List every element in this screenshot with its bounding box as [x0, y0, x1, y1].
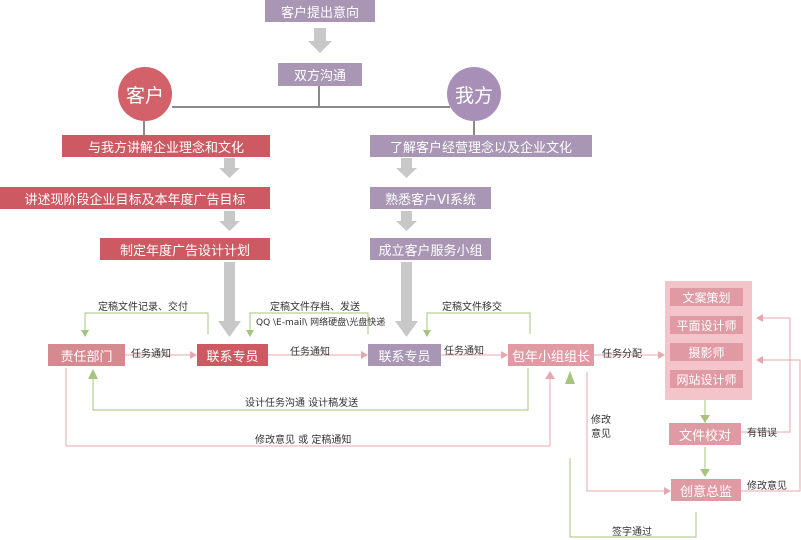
team-leader-box: 包年小组组长	[508, 344, 594, 366]
our-side-circle: 我方	[447, 67, 501, 121]
our-step-service-team: 成立客户服务小组	[370, 238, 491, 260]
pink-arrowheads	[190, 314, 763, 495]
label-sign-pass: 签字通过	[612, 527, 652, 538]
label-channels: QQ \E-mail\ 网络硬盘\光盘快递	[256, 318, 386, 328]
mutual-communication-box: 双方沟通	[278, 63, 362, 86]
role-web-designer: 网站设计师	[670, 370, 743, 388]
label-final-transfer: 定稿文件移交	[442, 302, 502, 313]
pink-lines	[65, 317, 801, 492]
green-lines	[84, 312, 706, 538]
roles-panel: 文案策划 平面设计师 摄影师 网站设计师	[665, 281, 752, 400]
top-branch-lines	[143, 86, 475, 135]
label-task-notice-1: 任务通知	[131, 349, 171, 360]
label-modify-opinion: 修改意见	[747, 481, 787, 492]
file-proofing-box: 文件校对	[669, 423, 741, 445]
label-modify-2: 意见	[591, 429, 611, 440]
responsible-dept-box: 责任部门	[48, 344, 125, 366]
gray-arrow-c1-c2	[219, 158, 240, 178]
gray-arrow-o2-o3	[396, 211, 417, 231]
liaison-officer-box-1: 联系专员	[197, 344, 268, 366]
our-step-understand: 了解客户经营理念以及企业文化	[370, 135, 592, 157]
label-final-archive: 定稿文件存档、发送	[270, 302, 360, 313]
role-copywriter: 文案策划	[670, 288, 743, 306]
label-final-record: 定稿文件记录、交付	[98, 302, 188, 313]
gray-arrow-intent-comm	[308, 28, 332, 53]
gray-arrow-c2-c3	[219, 211, 240, 231]
label-has-error: 有错误	[747, 428, 777, 439]
role-photographer: 摄影师	[670, 343, 743, 361]
liaison-officer-box-2: 联系专员	[368, 344, 441, 366]
label-modify-1: 修改	[591, 415, 611, 426]
customer-circle: 客户	[118, 67, 172, 121]
customer-step-culture: 与我方讲解企业理念和文化	[62, 135, 270, 157]
green-arrowheads	[81, 330, 710, 477]
gray-arrow-o3-liaison2	[395, 262, 418, 337]
label-modify-or-final: 修改意见 或 定稿通知	[255, 435, 352, 446]
gray-arrow-c3-liaison1	[218, 262, 241, 337]
customer-step-goals: 讲述现阶段企业目标及本年度广告目标	[0, 187, 270, 209]
label-task-notice-2: 任务通知	[290, 347, 330, 358]
gray-arrow-o1-o2	[396, 158, 417, 178]
our-step-vi-system: 熟悉客户VI系统	[370, 187, 491, 209]
customer-intent-box: 客户提出意向	[265, 0, 375, 22]
label-task-assign: 任务分配	[602, 349, 642, 360]
customer-step-plan: 制定年度广告设计计划	[100, 238, 270, 260]
role-graphic-designer: 平面设计师	[670, 316, 743, 334]
creative-director-box: 创意总监	[671, 479, 741, 501]
label-task-notice-3: 任务通知	[444, 346, 484, 357]
label-design-comm: 设计任务沟通 设计稿发送	[245, 398, 359, 409]
